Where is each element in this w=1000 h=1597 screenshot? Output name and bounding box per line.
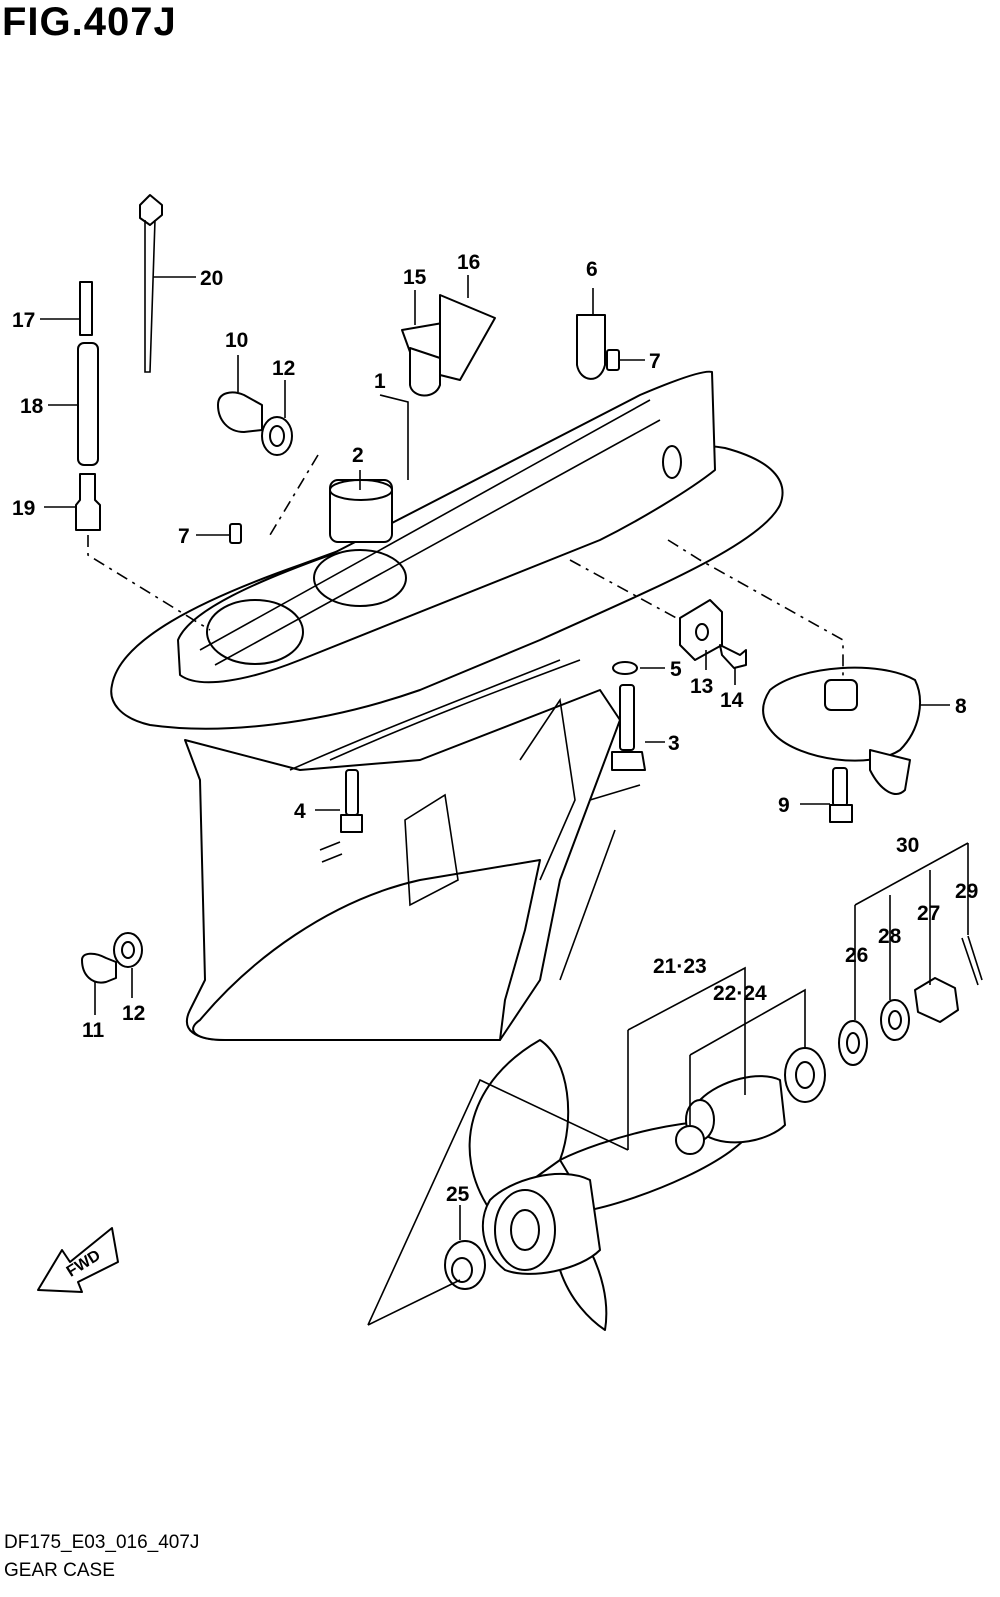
callout-27: 27 xyxy=(917,902,940,925)
callout-7: 7 xyxy=(178,525,190,548)
callout-14: 14 xyxy=(720,689,744,712)
parts xyxy=(37,194,983,1293)
callout-19: 19 xyxy=(12,497,35,520)
callout-11: 11 xyxy=(82,1019,105,1042)
callout-30: 30 xyxy=(896,834,919,857)
callout-29: 29 xyxy=(955,880,978,903)
callout-5: 5 xyxy=(670,658,682,681)
callout-28: 28 xyxy=(878,925,902,948)
callout-20: 20 xyxy=(200,267,223,290)
callout-2: 2 xyxy=(352,444,364,467)
callout-9: 9 xyxy=(778,794,790,817)
callout-labels: 20 17 18 19 10 12 15 16 6 7 1 2 7 5 13 1… xyxy=(12,251,978,1281)
callout-4: 4 xyxy=(294,800,306,823)
callout-21-23: 21·23 xyxy=(653,955,707,978)
callout-18: 18 xyxy=(20,395,44,418)
callout-26: 26 xyxy=(845,944,868,967)
cable-tie xyxy=(139,194,163,226)
callout-17: 17 xyxy=(12,309,35,332)
callout-12: 12 xyxy=(122,1002,145,1025)
callout-22-24: 22·24 xyxy=(713,982,767,1005)
drawing-name: GEAR CASE xyxy=(4,1560,115,1581)
callout-1: 1 xyxy=(374,370,386,393)
callout-16: 16 xyxy=(457,251,480,274)
callout-3: 3 xyxy=(668,732,680,755)
callout-25: 25 xyxy=(446,1183,470,1206)
callout-15: 15 xyxy=(403,266,427,289)
drawing-code: DF175_E03_016_407J xyxy=(4,1532,200,1553)
propeller xyxy=(468,1039,756,1331)
callout-8: 8 xyxy=(955,695,967,718)
callout-13: 13 xyxy=(690,675,713,698)
callout-6: 6 xyxy=(586,258,598,281)
leader-lines xyxy=(40,275,969,1326)
callout-7: 7 xyxy=(649,350,661,373)
gear-case-housing xyxy=(110,370,784,1041)
figure-title: FIG.407J xyxy=(2,0,177,44)
callout-10: 10 xyxy=(225,329,248,352)
callout-12: 12 xyxy=(272,357,295,380)
